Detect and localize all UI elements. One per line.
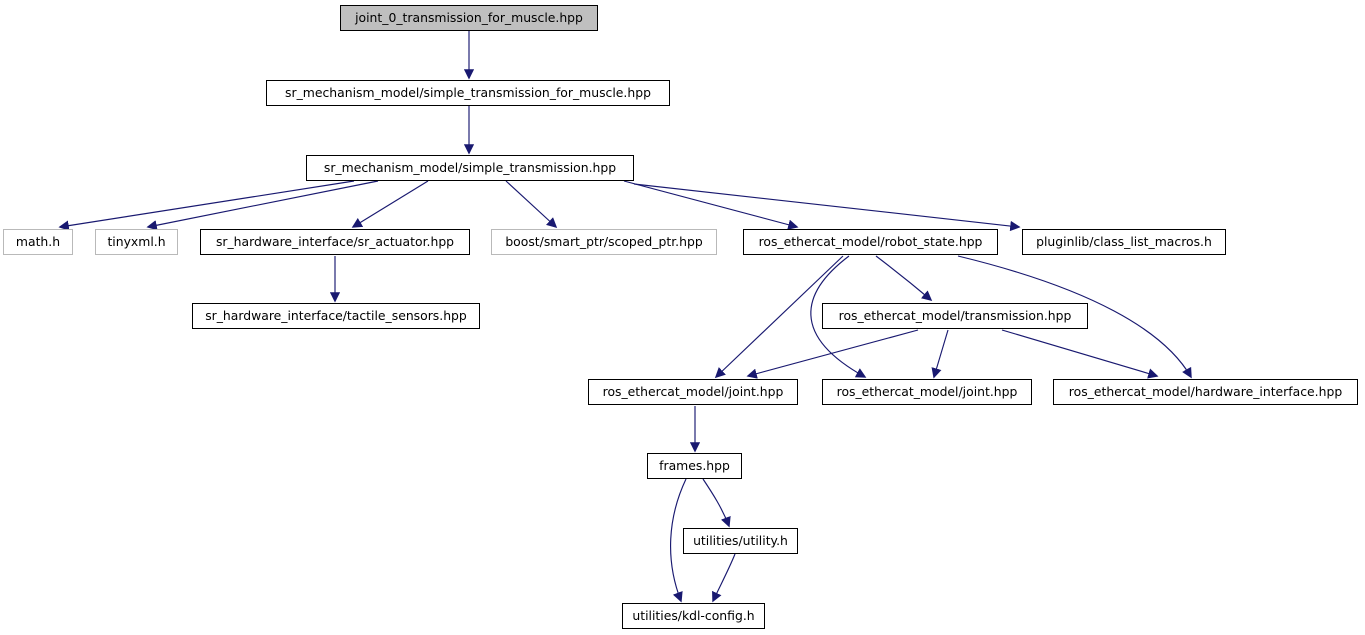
dependency-arrow-simple_trans-to-math xyxy=(58,180,355,231)
dependency-arrow-robot_state-to-transmission xyxy=(875,255,933,302)
dependency-arrow-frames-to-utility xyxy=(702,478,731,528)
graph-node-math: math.h xyxy=(3,229,73,255)
dependency-arrow-robot_state-to-joint_left xyxy=(714,255,844,379)
dependency-arrow-simple_trans-to-tinyxml xyxy=(146,180,379,231)
graph-node-simple_trans[interactable]: sr_mechanism_model/simple_transmission.h… xyxy=(306,155,634,181)
graph-node-scoped_ptr: boost/smart_ptr/scoped_ptr.hpp xyxy=(491,229,717,255)
graph-node-transmission[interactable]: ros_ethercat_model/transmission.hpp xyxy=(822,303,1088,329)
graph-node-pluginlib[interactable]: pluginlib/class_list_macros.h xyxy=(1022,229,1226,255)
dependency-arrow-simple_trans-to-robot_state xyxy=(623,180,799,230)
graph-node-tinyxml: tinyxml.h xyxy=(95,229,178,255)
dependency-arrow-robot_state-to-hardware_interface xyxy=(957,255,1192,379)
graph-node-simple_trans_muscle[interactable]: sr_mechanism_model/simple_transmission_f… xyxy=(266,80,670,106)
dependency-arrow-transmission-to-joint_right xyxy=(931,329,949,379)
dependency-arrow-simple_trans-to-sr_actuator xyxy=(351,180,429,228)
graph-node-utility[interactable]: utilities/utility.h xyxy=(683,528,798,554)
graph-node-joint_0_transmission[interactable]: joint_0_transmission_for_muscle.hpp xyxy=(340,5,598,31)
dependency-arrow-simple_trans-to-pluginlib xyxy=(633,183,1021,232)
dependency-arrow-frames-to-kdl_config xyxy=(670,478,687,603)
graph-node-sr_actuator[interactable]: sr_hardware_interface/sr_actuator.hpp xyxy=(200,229,470,255)
dependency-arrow-utility-to-kdl_config xyxy=(712,553,736,603)
graph-node-joint_left[interactable]: ros_ethercat_model/joint.hpp xyxy=(588,379,798,405)
dependency-arrow-transmission-to-joint_left xyxy=(746,329,919,379)
graph-node-robot_state[interactable]: ros_ethercat_model/robot_state.hpp xyxy=(743,229,998,255)
graph-node-tactile_sensors[interactable]: sr_hardware_interface/tactile_sensors.hp… xyxy=(192,303,480,329)
graph-node-joint_right[interactable]: ros_ethercat_model/joint.hpp xyxy=(822,379,1032,405)
dependency-arrow-transmission-to-hardware_interface xyxy=(1001,329,1159,379)
dependency-arrow-simple_trans-to-scoped_ptr xyxy=(505,180,558,229)
graph-node-kdl_config[interactable]: utilities/kdl-config.h xyxy=(622,603,765,629)
graph-node-frames[interactable]: frames.hpp xyxy=(647,453,742,479)
dependency-arrow-robot_state-to-joint_right xyxy=(810,255,867,378)
graph-node-hardware_interface[interactable]: ros_ethercat_model/hardware_interface.hp… xyxy=(1053,379,1358,405)
